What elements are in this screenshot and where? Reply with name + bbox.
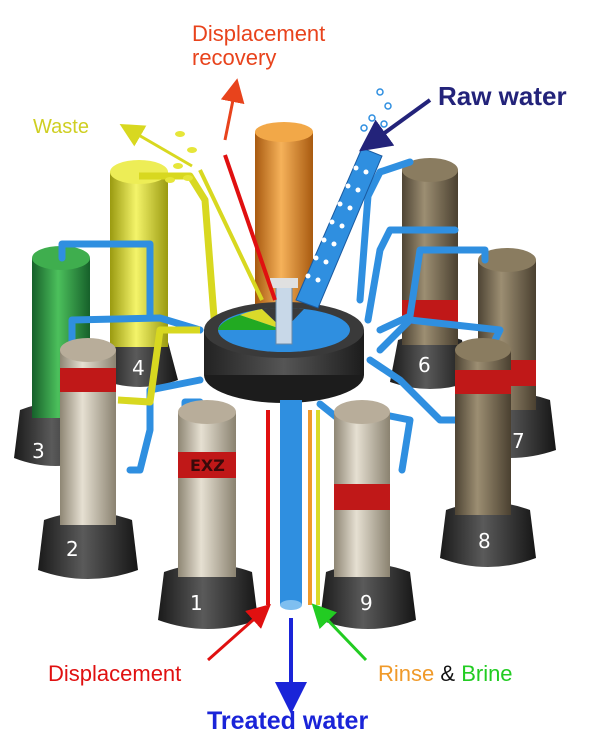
label-raw-water: Raw water	[438, 81, 567, 111]
vessel-number-6: 6	[418, 353, 431, 377]
vessel-2: 2	[38, 338, 138, 579]
vessel-1: EXZ 1	[158, 400, 258, 629]
rinse-brine-arrow	[311, 603, 368, 662]
label-brine: Brine	[461, 661, 513, 686]
label-displacement-recovery: Displacement recovery	[192, 21, 326, 71]
raw-water-inlet-pipe	[295, 147, 383, 309]
waste-pipe	[117, 172, 219, 406]
vessel-number-3: 3	[32, 439, 45, 463]
center-spindle	[270, 278, 298, 345]
label-treated-water: Treated water	[207, 707, 369, 735]
label-rinse-and-brine: Rinse & Brine	[378, 661, 513, 686]
label-amp: &	[440, 661, 456, 686]
vessel-number-4: 4	[132, 356, 145, 380]
displacement-recovery-pipe	[223, 154, 277, 301]
bottom-outlets	[266, 400, 320, 610]
vessel-9: 9	[320, 400, 416, 629]
vessel-number-8: 8	[478, 529, 491, 553]
label-waste: Waste	[33, 116, 89, 138]
displacement-recovery-arrow	[220, 78, 245, 141]
raw-water-arrow	[359, 98, 432, 152]
label-rinse: Rinse	[378, 661, 435, 686]
displacement-arrow	[207, 604, 271, 662]
vessel-number-2: 2	[66, 537, 79, 561]
vessel-number-7: 7	[512, 429, 525, 453]
raw-water-bubbles	[360, 88, 392, 132]
waste-outlet-pipe	[198, 169, 264, 301]
label-displacement: Displacement	[48, 661, 182, 686]
waste-droplets	[165, 131, 197, 183]
vessel-number-9: 9	[360, 591, 373, 615]
vessel-brand-1: EXZ	[190, 456, 225, 475]
vessel-8: 8	[440, 338, 536, 567]
waste-arrow	[119, 123, 193, 168]
vessel-number-1: 1	[190, 591, 203, 615]
